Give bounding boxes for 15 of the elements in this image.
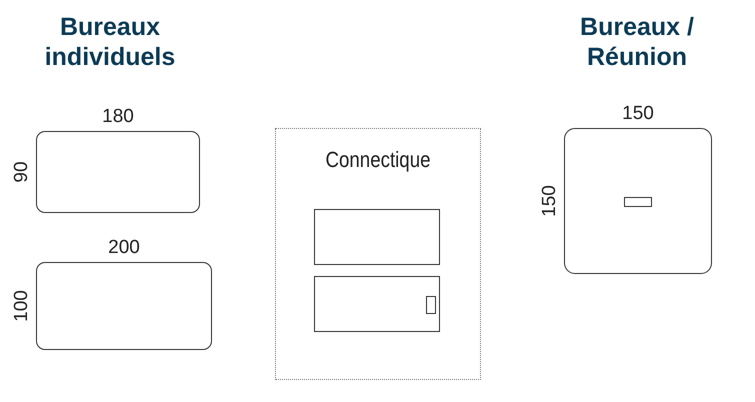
section-heading: Bureaux individuels xyxy=(44,12,176,72)
desk-outline xyxy=(36,131,200,213)
section-heading: Bureaux / Réunion xyxy=(579,12,695,72)
dimension-label: 180 xyxy=(102,107,134,127)
module-box xyxy=(314,276,440,332)
connection-panel xyxy=(275,128,481,380)
dimension-label: 150 xyxy=(622,104,654,124)
dimension-label: 100 xyxy=(12,290,32,322)
dimension-label: 200 xyxy=(108,238,140,258)
dimension-label: 150 xyxy=(540,185,560,217)
desk-outline xyxy=(564,128,712,274)
panel-title: Connectique xyxy=(324,147,432,173)
desk-outline xyxy=(36,262,212,350)
dimension-label: 90 xyxy=(12,161,32,183)
module-box xyxy=(314,209,440,265)
